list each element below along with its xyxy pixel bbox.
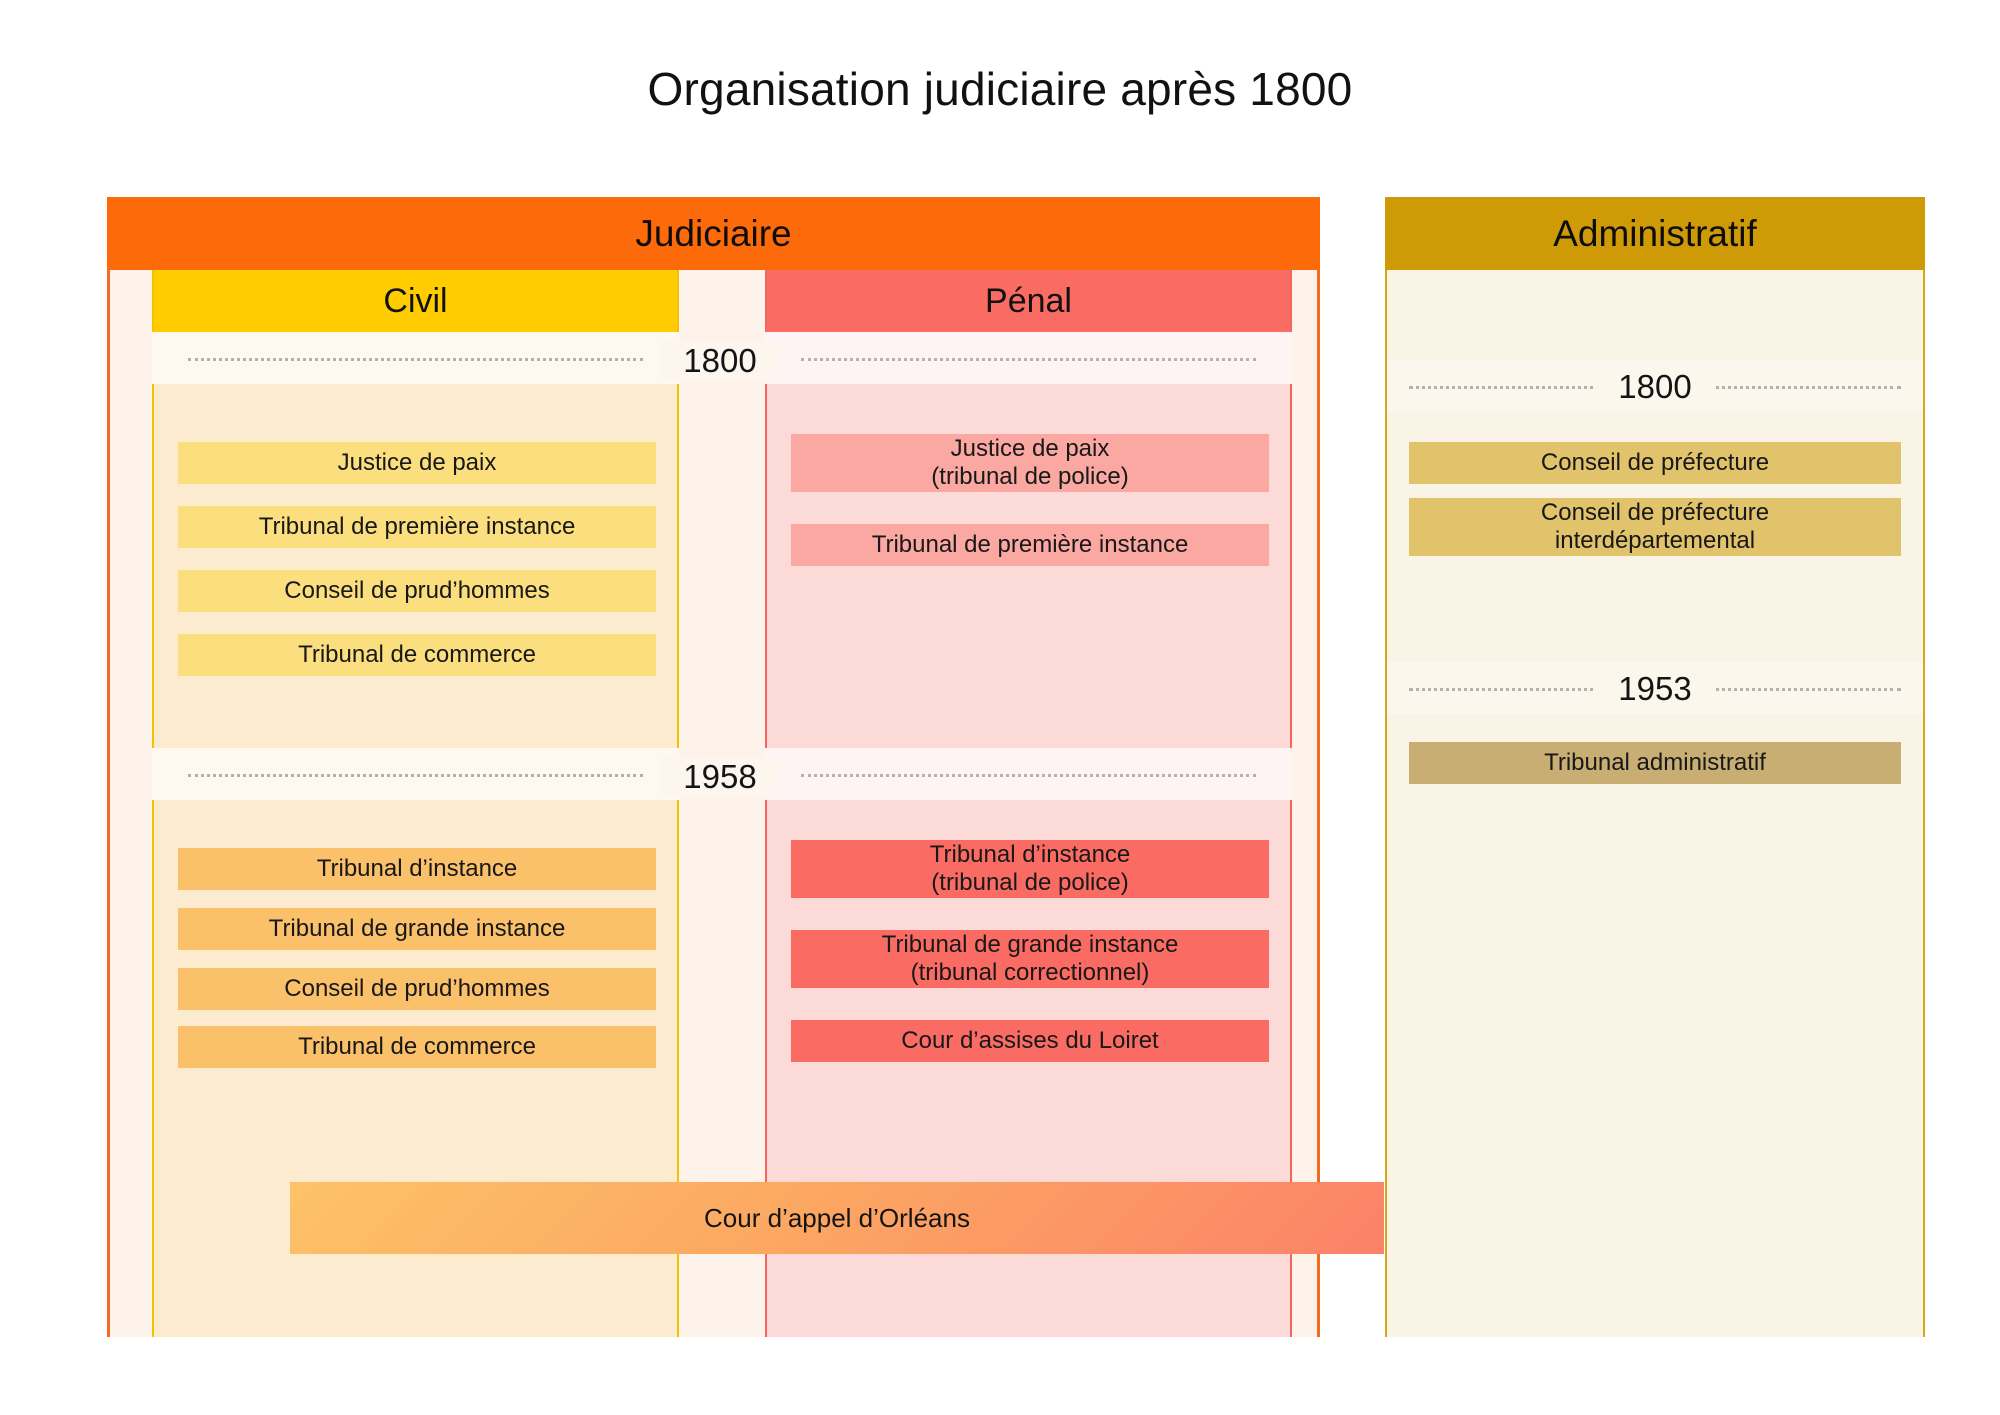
item-penal-1958-2[interactable]: Cour d’assises du Loiret (791, 1020, 1269, 1062)
branch-administratif: Administratif 1800 Conseil de préfecture… (1385, 197, 1925, 1337)
item-adm-1800-1[interactable]: Conseil de préfecture interdépartemental (1409, 498, 1901, 556)
item-penal-1958-0[interactable]: Tribunal d’instance (tribunal de police) (791, 840, 1269, 898)
item-civil-1958-0[interactable]: Tribunal d’instance (178, 848, 656, 890)
year-marker-1958-judiciaire: 1958 (660, 758, 780, 796)
civil-era-divider-1958 (152, 748, 679, 800)
divider-dots (801, 358, 1256, 361)
item-civil-1958-1[interactable]: Tribunal de grande instance (178, 908, 656, 950)
item-civil-1958-3[interactable]: Tribunal de commerce (178, 1026, 656, 1068)
column-penal-header: Pénal (767, 270, 1290, 332)
item-penal-1800-0[interactable]: Justice de paix (tribunal de police) (791, 434, 1269, 492)
divider-dots (801, 774, 1256, 777)
item-penal-1958-1[interactable]: Tribunal de grande instance (tribunal co… (791, 930, 1269, 988)
adm-era-divider-1800: 1800 (1387, 360, 1923, 412)
column-civil-header: Civil (154, 270, 677, 332)
item-penal-1800-1[interactable]: Tribunal de première instance (791, 524, 1269, 566)
branch-administratif-body: 1800 Conseil de préfecture Conseil de pr… (1385, 270, 1925, 1337)
penal-era-divider-1800 (765, 332, 1292, 384)
adm-era-divider-1953: 1953 (1387, 662, 1923, 714)
branch-administratif-header: Administratif (1385, 197, 1925, 270)
item-civil-1800-2[interactable]: Conseil de prud’hommes (178, 570, 656, 612)
column-civil: Civil Justice de paix Tribunal de premiè… (152, 270, 679, 1337)
year-marker-1953-administratif: 1953 (1595, 670, 1715, 708)
item-civil-1800-0[interactable]: Justice de paix (178, 442, 656, 484)
page-title: Organisation judiciaire après 1800 (647, 63, 1353, 115)
branch-judiciaire-header: Judiciaire (107, 197, 1320, 270)
penal-era-divider-1958 (765, 748, 1292, 800)
item-adm-1800-0[interactable]: Conseil de préfecture (1409, 442, 1901, 484)
civil-era-divider-1800 (152, 332, 679, 384)
item-civil-1800-3[interactable]: Tribunal de commerce (178, 634, 656, 676)
divider-dots (188, 774, 643, 777)
divider-dots (188, 358, 643, 361)
column-penal: Pénal Justice de paix (tribunal de polic… (765, 270, 1292, 1337)
item-cour-appel-orleans[interactable]: Cour d’appel d’Orléans (290, 1182, 1384, 1254)
branch-judiciaire-body: Civil Justice de paix Tribunal de premiè… (107, 270, 1384, 1337)
branch-judiciaire: Judiciaire Civil Justice de paix Tribuna… (107, 197, 1384, 1337)
item-civil-1800-1[interactable]: Tribunal de première instance (178, 506, 656, 548)
year-marker-1800-administratif: 1800 (1595, 368, 1715, 406)
item-adm-1953-0[interactable]: Tribunal administratif (1409, 742, 1901, 784)
year-marker-1800-judiciaire: 1800 (660, 342, 780, 380)
item-civil-1958-2[interactable]: Conseil de prud’hommes (178, 968, 656, 1010)
